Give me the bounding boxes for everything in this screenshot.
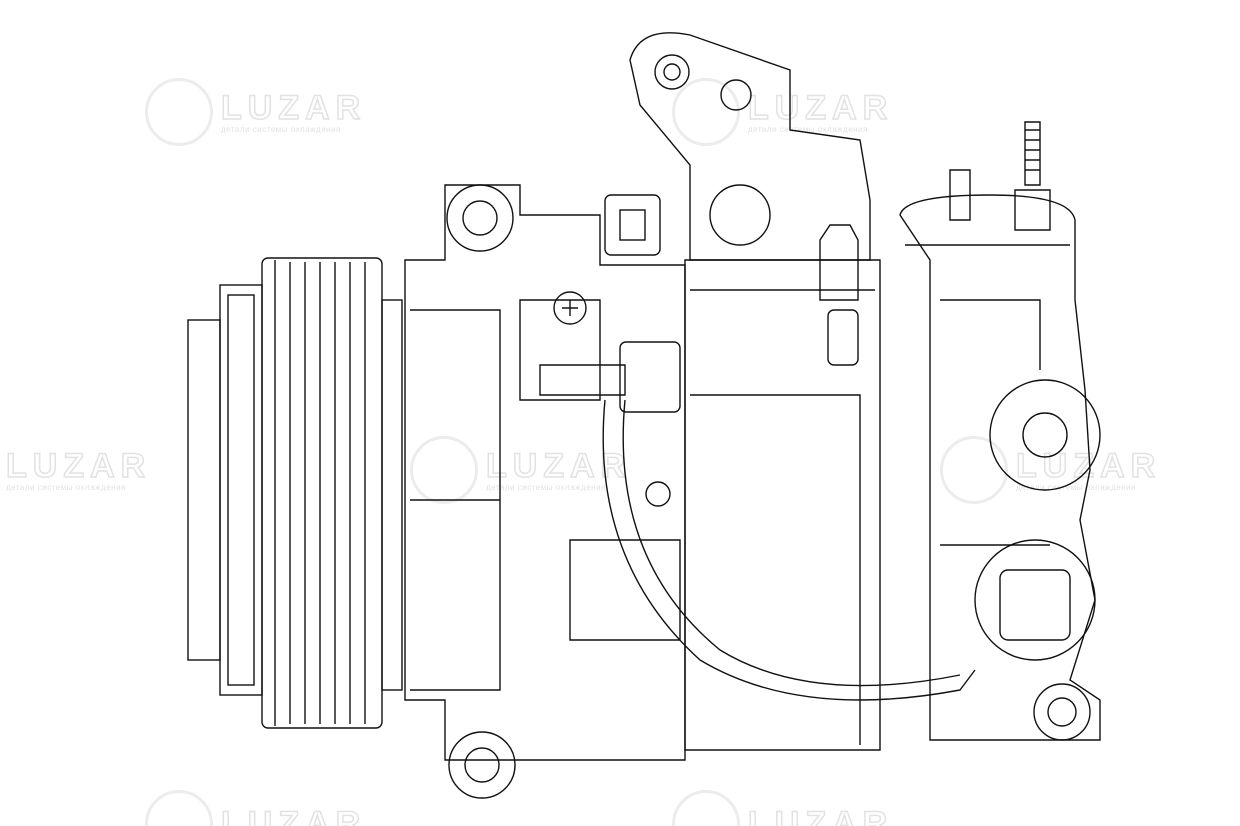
watermark-brand: LUZAR [747, 88, 894, 127]
middle-body [684, 224, 881, 751]
connector [539, 194, 681, 507]
mounting-bracket [629, 32, 871, 261]
front-housing [404, 184, 686, 761]
luzar-logo-icon [145, 78, 213, 146]
watermark: LUZAR [672, 790, 893, 826]
watermark-tagline: детали системы охлаждения [6, 482, 126, 492]
mounting-ears [446, 184, 1091, 799]
clutch-hub [187, 284, 263, 696]
wire-harness [602, 399, 976, 701]
watermark-tagline: детали системы охлаждения [221, 124, 341, 134]
pulley [261, 257, 403, 729]
watermark-brand: LUZAR [220, 88, 367, 127]
luzar-logo-icon [410, 436, 478, 504]
watermark-brand: LUZAR [220, 805, 367, 826]
watermark-brand: LUZAR [1015, 446, 1162, 485]
watermark: LUZAR [145, 790, 366, 826]
watermark-brand: LUZAR [485, 446, 632, 485]
watermark-tagline: детали системы охлаждения [1016, 482, 1136, 492]
luzar-logo-icon [672, 78, 740, 146]
watermark-brand: LUZAR [747, 805, 894, 826]
rear-housing [899, 194, 1101, 741]
watermark-tagline: детали системы охлаждения [748, 124, 868, 134]
watermark-tagline: детали системы охлаждения [486, 482, 606, 492]
watermark-brand: LUZAR [5, 446, 152, 485]
service-ports [949, 121, 1051, 231]
luzar-logo-icon [940, 436, 1008, 504]
